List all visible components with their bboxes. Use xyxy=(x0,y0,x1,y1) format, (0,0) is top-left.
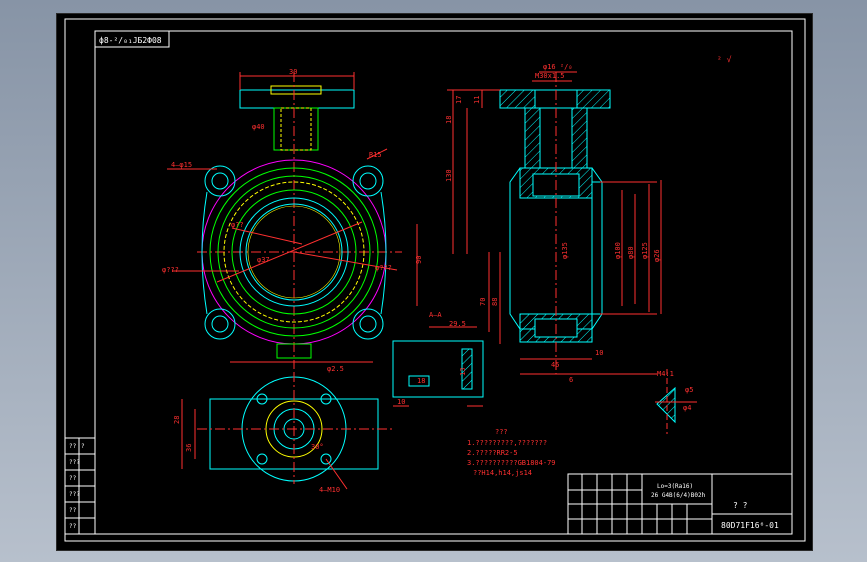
outer-frame xyxy=(64,18,806,542)
dim-70: 70 xyxy=(479,298,487,306)
dim-17: 17 xyxy=(455,96,463,104)
title-block-marks: ? ? xyxy=(733,501,748,510)
dim-detail-phi5: φ5 xyxy=(685,386,693,394)
drawing-viewport[interactable]: ф8-²/₀₁ЈБ2Ф08 ² √ ??? ????? ??????? xyxy=(56,13,813,551)
svg-text:??: ?? xyxy=(69,507,77,514)
dim-4-m10: 4—M10 xyxy=(319,486,340,494)
side-section-view xyxy=(447,71,662,375)
svg-text:??: ?? xyxy=(69,475,77,482)
dim-130: 130 xyxy=(445,169,453,182)
svg-text:?: ? xyxy=(81,443,85,450)
dim-45: 45 xyxy=(551,361,559,369)
svg-text:??H14,h14,js14: ??H14,h14,js14 xyxy=(473,469,532,477)
dim-top-phi16: φ16 ²/₀ xyxy=(543,63,573,71)
title-block xyxy=(567,473,793,535)
dim-4-holes: 4—φ15 xyxy=(171,161,192,169)
inner-frame xyxy=(94,30,793,535)
dim-phi40: φ40 xyxy=(252,123,265,131)
dim-29-5: 29.5 xyxy=(449,320,466,328)
revision-column xyxy=(64,437,96,535)
dim-phi37: φ37 xyxy=(257,256,270,264)
svg-text:???: ??? xyxy=(69,491,80,498)
code-box-text: ф8-²/₀₁ЈБ2Ф08 xyxy=(99,36,162,45)
svg-text:3.??????????GB1804-79: 3.??????????GB1804-79 xyxy=(467,459,556,467)
svg-text:1.?????????,???????: 1.?????????,??????? xyxy=(467,439,547,447)
dim-phi26: φ26 xyxy=(653,249,661,262)
front-view xyxy=(167,72,418,369)
section-label: A—A xyxy=(429,311,442,319)
dim-28: 28 xyxy=(173,416,181,424)
cad-drawing: ф8-²/₀₁ЈБ2Ф08 ² √ ??? ????? ??????? xyxy=(64,18,806,542)
svg-text:??: ?? xyxy=(69,523,77,530)
dim-36: 36 xyxy=(185,444,193,452)
dim-detail-phi4: φ4 xyxy=(683,404,691,412)
section-a-a xyxy=(392,326,484,407)
drawing-number: 80D71F16⁶-01 xyxy=(721,521,779,530)
svg-text:???: ??? xyxy=(69,459,80,466)
dim-18: 18 xyxy=(445,116,453,124)
dim-top-width: 30 xyxy=(289,68,297,76)
dim-phi125: φ125 xyxy=(641,242,649,259)
dim-phi-outer: φ??? xyxy=(162,266,179,274)
roughness-mark: ² √ xyxy=(717,55,732,64)
dim-30deg: 30° xyxy=(311,443,324,451)
dim-90: 90 xyxy=(415,256,423,264)
dim-phi-mid: φ2.5 xyxy=(327,365,344,373)
svg-text:???: ??? xyxy=(495,428,508,436)
dim-10b: 10 xyxy=(397,398,405,406)
dim-phi80: φ80 xyxy=(627,246,635,259)
code-box xyxy=(94,30,170,48)
bottom-view xyxy=(181,372,392,490)
dim-18b: 18 xyxy=(417,377,425,385)
dim-thread: M30x1.5 xyxy=(535,72,565,80)
plate-text-2: 26 G4B(6/4)B02h xyxy=(651,492,706,499)
dim-phi100: φ100 xyxy=(614,242,622,259)
dim-phi2: φ??? xyxy=(375,264,392,272)
dim-phi-inner: φ?? xyxy=(231,221,244,229)
detail-label: M4:1 xyxy=(657,370,674,378)
plate-text-1: Lo=3(Ra16) xyxy=(657,483,693,490)
detail-view xyxy=(655,369,697,434)
dim-11: 11 xyxy=(473,96,481,104)
dim-r15: R15 xyxy=(369,151,382,159)
dim-6: 6 xyxy=(569,376,573,384)
svg-text:??: ?? xyxy=(69,443,77,450)
dim-phi135: φ135 xyxy=(561,242,569,259)
dim-10: 10 xyxy=(595,349,603,357)
dim-13: 13 xyxy=(459,368,467,376)
svg-text:2.?????RR2-5: 2.?????RR2-5 xyxy=(467,449,518,457)
tech-notes: ??? 1.?????????,??????? 2.?????RR2-5 3.?… xyxy=(467,428,556,477)
dim-88: 88 xyxy=(491,298,499,306)
